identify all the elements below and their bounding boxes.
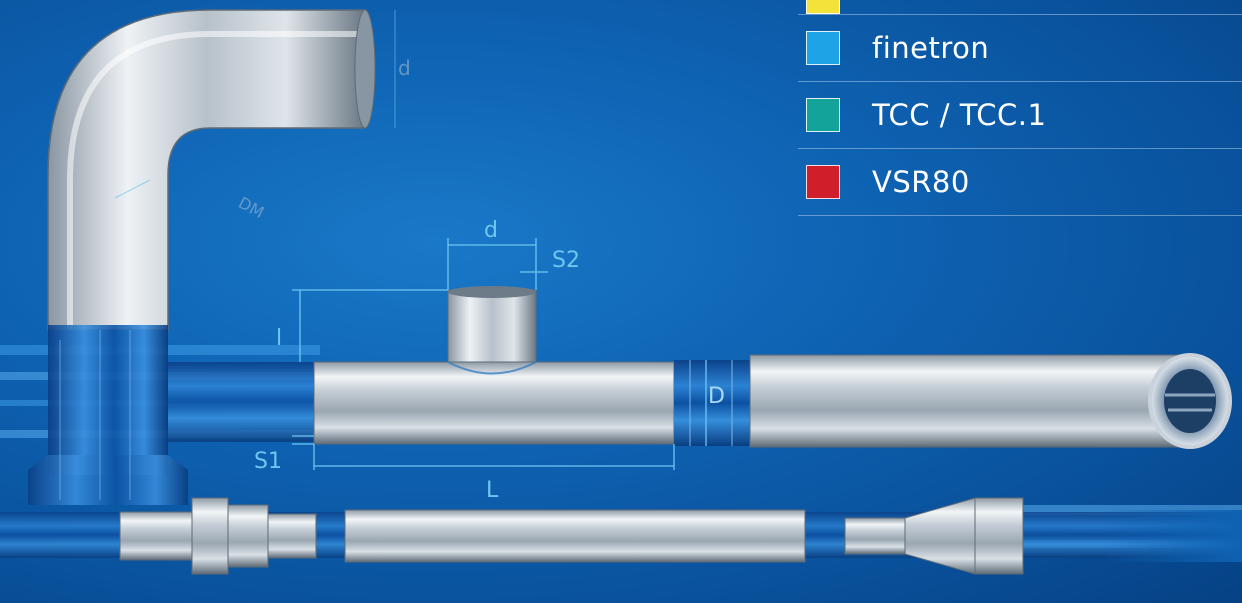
legend-item-finetron: finetron [798, 15, 1242, 82]
legend-item-tcc: TCC / TCC.1 [798, 82, 1242, 149]
legend-label: finetron [872, 31, 990, 65]
elbow-pipe [47, 9, 376, 331]
legend-swatch [806, 165, 840, 199]
material-legend: finetron TCC / TCC.1 VSR80 [798, 0, 1242, 216]
dim-label-d: d [484, 218, 498, 243]
dimension-lines [114, 10, 707, 470]
legend-swatch [806, 0, 840, 14]
dim-label-elbow-d: d [398, 56, 411, 80]
legend-item-vsr80: VSR80 [798, 149, 1242, 216]
legend-label: TCC / TCC.1 [872, 98, 1047, 132]
legend-item-yellow [798, 0, 1242, 15]
clamp-ferrule [28, 325, 188, 505]
dim-label-s1: S1 [254, 449, 282, 474]
legend-swatch [806, 98, 840, 132]
bottom-pipe-row [0, 497, 1242, 575]
dim-label-l: l [276, 326, 283, 351]
straight-tube [749, 353, 1232, 449]
blue-pipe-coupling [674, 360, 750, 446]
tee-fitting [313, 286, 675, 445]
legend-label: VSR80 [872, 165, 970, 199]
dim-label-D: D [708, 384, 725, 409]
blue-pipe-left [168, 362, 314, 442]
dim-label-s2: S2 [552, 248, 580, 273]
dim-label-L: L [486, 478, 499, 503]
legend-swatch [806, 31, 840, 65]
